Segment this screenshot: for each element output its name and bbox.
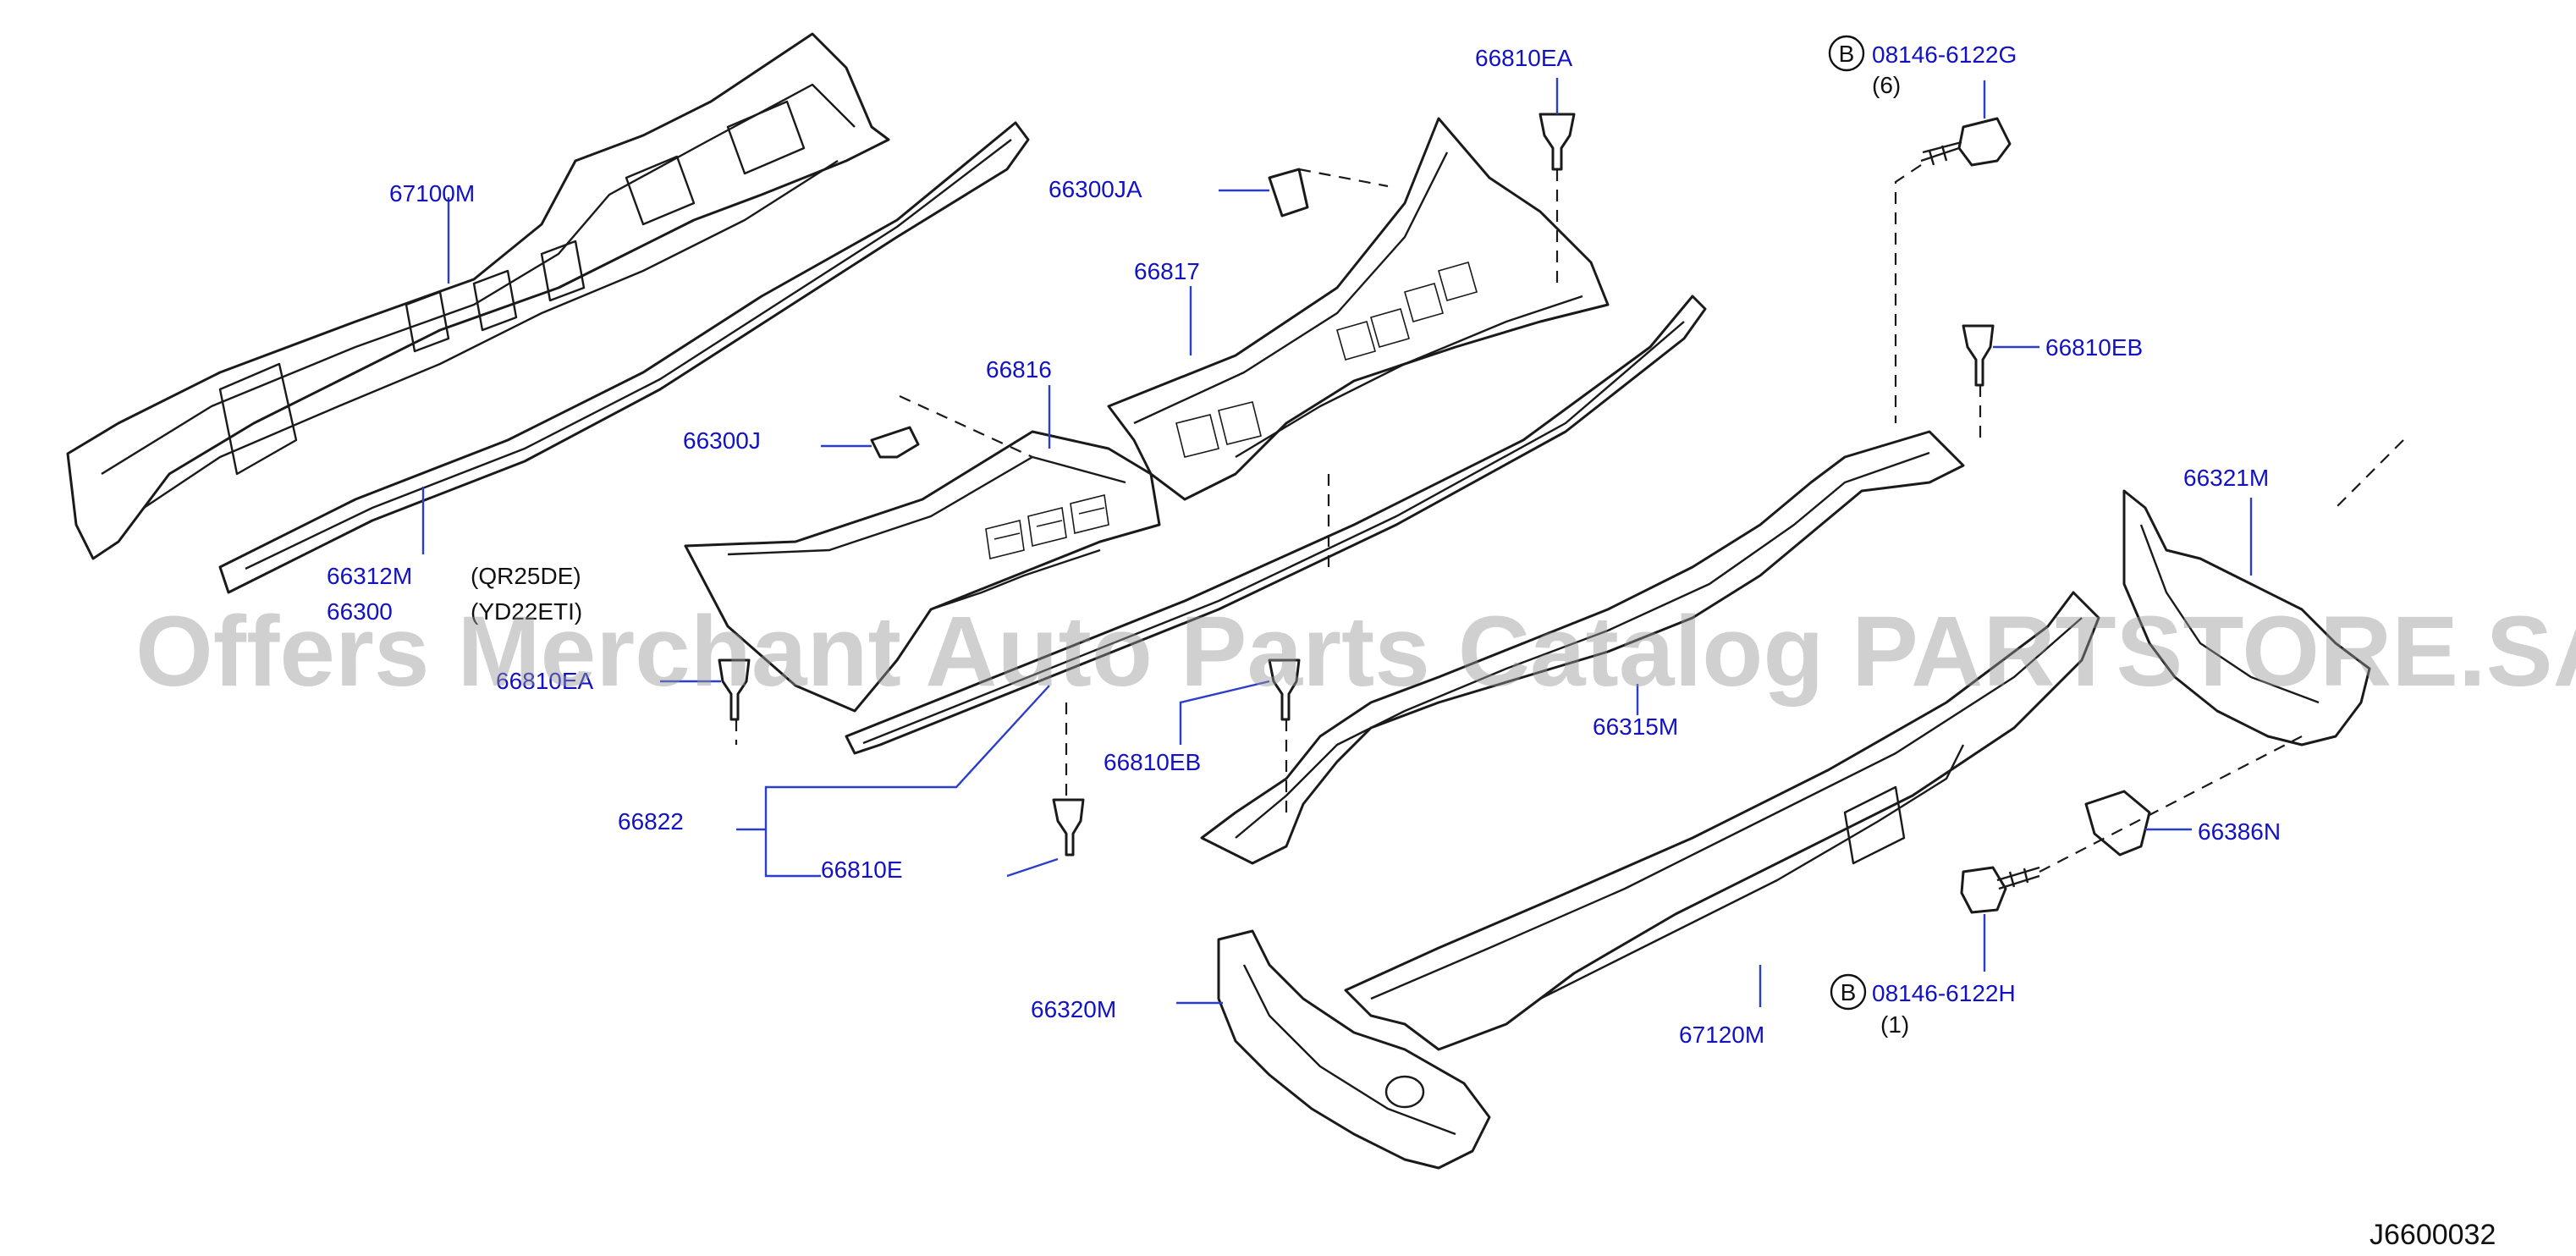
cowl-rail-66822[interactable] (845, 295, 1707, 755)
side-bracket-66320M[interactable] (1217, 929, 1491, 1170)
bracket-66386N[interactable] (2084, 790, 2151, 857)
label-66816[interactable]: 66816 (986, 356, 1052, 383)
label-66321M[interactable]: 66321M (2183, 465, 2269, 491)
label-66817[interactable]: 66817 (1134, 258, 1200, 284)
clip-66810EA-left[interactable] (718, 658, 751, 721)
label-66300J[interactable]: 66300J (683, 427, 761, 454)
engine-note-2: (YD22ETI) (471, 598, 582, 625)
lower-dash-frame-67120M[interactable] (1344, 591, 2100, 1051)
clip-66810EB-mid[interactable] (1268, 658, 1301, 721)
cowl-top-rh-66817[interactable] (1107, 117, 1610, 501)
clip-66810E[interactable] (1052, 798, 1085, 857)
cowl-top-lh-66816[interactable] (684, 430, 1161, 713)
label-66810EB-right[interactable]: 66810EB (2045, 334, 2143, 361)
label-67120M[interactable]: 67120M (1679, 1022, 1764, 1048)
bracket-66315M[interactable] (1200, 430, 1965, 865)
bolt-marker-b-bottom-text: B (1841, 979, 1857, 1005)
label-66300[interactable]: 66300 (327, 598, 393, 625)
label-66810E[interactable]: 66810E (821, 857, 903, 883)
label-66315M[interactable]: 66315M (1593, 713, 1678, 740)
label-66320M[interactable]: 66320M (1031, 996, 1116, 1022)
label-66810EA-top[interactable]: 66810EA (1475, 45, 1573, 71)
bolt-08146-6122H[interactable] (1960, 866, 2040, 914)
label-67100M[interactable]: 67100M (389, 180, 475, 207)
clip-66300JA[interactable] (1268, 168, 1309, 218)
side-bracket-66321M[interactable] (2122, 489, 2371, 746)
qty-note-1: (1) (1880, 1011, 1909, 1038)
engine-note-1: (QR25DE) (471, 563, 581, 589)
watermark-text: Offers Merchant Auto Parts Catalog PARTS… (135, 596, 2576, 708)
cowl-strip-66312M[interactable] (218, 121, 1030, 594)
clip-66300J[interactable] (870, 426, 920, 459)
dash-upper-panel-67100M[interactable] (66, 32, 890, 560)
label-08146-6122G[interactable]: 08146-6122G (1872, 41, 2017, 68)
bolt-08146-6122G[interactable] (1920, 117, 2012, 167)
label-66386N[interactable]: 66386N (2198, 818, 2281, 845)
diagram-code: J6600032 (2370, 1219, 2496, 1251)
clip-66810EA-top[interactable] (1538, 113, 1576, 171)
label-66810EB-mid[interactable]: 66810EB (1104, 749, 1201, 775)
clip-66810EB-right[interactable] (1962, 324, 1995, 387)
qty-note-6: (6) (1872, 72, 1901, 98)
label-66810EA-left[interactable]: 66810EA (496, 668, 594, 694)
label-66312M[interactable]: 66312M (327, 563, 412, 589)
bolt-marker-b-bottom (1830, 973, 1867, 1011)
label-66822[interactable]: 66822 (618, 808, 684, 835)
bolt-marker-b-top (1828, 35, 1865, 72)
bolt-marker-b-top-text: B (1839, 41, 1855, 67)
label-66300JA[interactable]: 66300JA (1049, 176, 1142, 202)
label-08146-6122H[interactable]: 08146-6122H (1872, 980, 2016, 1006)
